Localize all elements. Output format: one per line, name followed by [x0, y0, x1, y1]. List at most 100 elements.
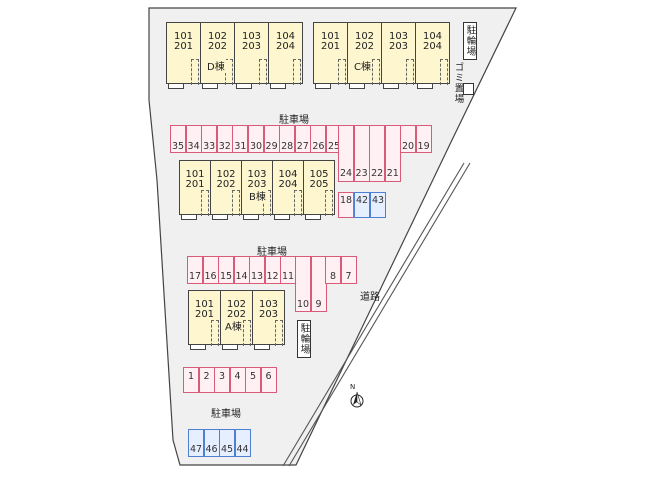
- parking-number: 29: [265, 141, 278, 152]
- unit-number-lower: 101: [320, 31, 341, 42]
- parking-space: 19: [415, 125, 432, 153]
- unit-number-upper: 204: [422, 41, 443, 52]
- unit-number-upper: 201: [320, 41, 341, 52]
- parking-number: 35: [171, 141, 185, 152]
- unit-number-lower: 104: [275, 31, 296, 42]
- unit-number-lower: 101: [185, 169, 205, 180]
- parking-space: 23: [353, 125, 370, 182]
- unit-number-lower: 101: [194, 299, 215, 310]
- parking-space: 14: [233, 256, 250, 284]
- stair-outline: [259, 59, 267, 85]
- parking-space: 5: [245, 367, 261, 393]
- stair-outline: [201, 190, 209, 216]
- parking-number: 2: [203, 371, 210, 382]
- parking-space: 6: [260, 367, 277, 393]
- stair-outline: [243, 320, 251, 346]
- parking-number: 23: [355, 168, 368, 179]
- unit-number-upper: 201: [194, 309, 215, 320]
- parking-number: 20: [401, 141, 415, 152]
- parking-label-middle: 駐車場: [257, 247, 287, 258]
- bicycle-parking-top: 駐輪場: [463, 22, 477, 60]
- stair-outline: [372, 59, 380, 85]
- unit-number-lower: 101: [173, 31, 194, 42]
- stair-outline: [225, 59, 233, 85]
- parking-space: 1: [183, 367, 199, 393]
- entrance-step: [222, 344, 238, 350]
- parking-number: 27: [296, 141, 309, 152]
- parking-space: 33: [201, 125, 218, 153]
- bicycle-parking-middle: 駐輪場: [297, 320, 311, 358]
- north-label: N: [350, 383, 355, 391]
- unit-number-lower: 102: [226, 299, 247, 310]
- parking-number: 1: [187, 371, 195, 382]
- unit-number-upper: 203: [247, 179, 267, 190]
- parking-space: 26: [310, 125, 327, 153]
- parking-space: 15: [218, 256, 234, 284]
- parking-space: 32: [216, 125, 233, 153]
- parking-space: 16: [202, 256, 219, 284]
- parking-space: 11: [280, 256, 296, 284]
- parking-space: 27: [294, 125, 311, 153]
- unit-number-upper: 202: [354, 41, 375, 52]
- entrance-step: [315, 83, 331, 89]
- garbage-area-label: ゴミ置場: [452, 62, 464, 104]
- parking-number: 45: [220, 444, 234, 455]
- road-edge-right: [288, 162, 471, 467]
- parking-space: 30: [248, 125, 264, 153]
- entrance-step: [168, 83, 184, 89]
- entrance-step: [305, 214, 321, 220]
- entrance-step: [181, 214, 197, 220]
- stair-outline: [406, 59, 414, 85]
- parking-space: 28: [279, 125, 296, 153]
- parking-number: 11: [281, 271, 295, 282]
- parking-space: 20: [400, 125, 416, 153]
- parking-number: 5: [249, 371, 257, 382]
- parking-number: 17: [188, 271, 202, 282]
- unit-number-upper: 204: [278, 179, 298, 190]
- unit-number-lower: 104: [422, 31, 443, 42]
- parking-number: 47: [189, 444, 203, 455]
- parking-number: 9: [315, 299, 322, 310]
- stair-outline: [232, 190, 240, 216]
- parking-space: 22: [369, 125, 386, 182]
- entrance-step: [254, 344, 270, 350]
- parking-space: 24: [338, 125, 354, 182]
- unit-number-lower: 103: [258, 299, 279, 310]
- stair-outline: [293, 59, 301, 85]
- parking-space: 10: [295, 256, 311, 312]
- unit-number-upper: 202: [207, 41, 228, 52]
- unit-number-lower: 103: [247, 169, 267, 180]
- parking-space: 13: [249, 256, 265, 284]
- stair-outline: [275, 320, 283, 346]
- building-name: B棟: [248, 188, 267, 203]
- parking-number: 24: [339, 168, 353, 179]
- parking-number: 14: [235, 271, 248, 282]
- parking-space: 46: [203, 429, 220, 457]
- entrance-step: [190, 344, 206, 350]
- parking-number: 31: [234, 141, 247, 152]
- parking-number: 4: [234, 371, 241, 382]
- parking-number: 26: [312, 141, 325, 152]
- stair-outline: [440, 59, 448, 85]
- parking-number: 25: [327, 141, 341, 152]
- parking-space: 21: [384, 125, 401, 182]
- parking-space: 3: [214, 367, 230, 393]
- unit-number-lower: 102: [207, 31, 228, 42]
- unit-number-lower: 102: [354, 31, 375, 42]
- parking-space: 42: [354, 192, 370, 218]
- parking-space: 12: [264, 256, 281, 284]
- parking-space: 34: [185, 125, 202, 153]
- parking-space: 18: [338, 192, 354, 218]
- stair-outline: [338, 59, 346, 85]
